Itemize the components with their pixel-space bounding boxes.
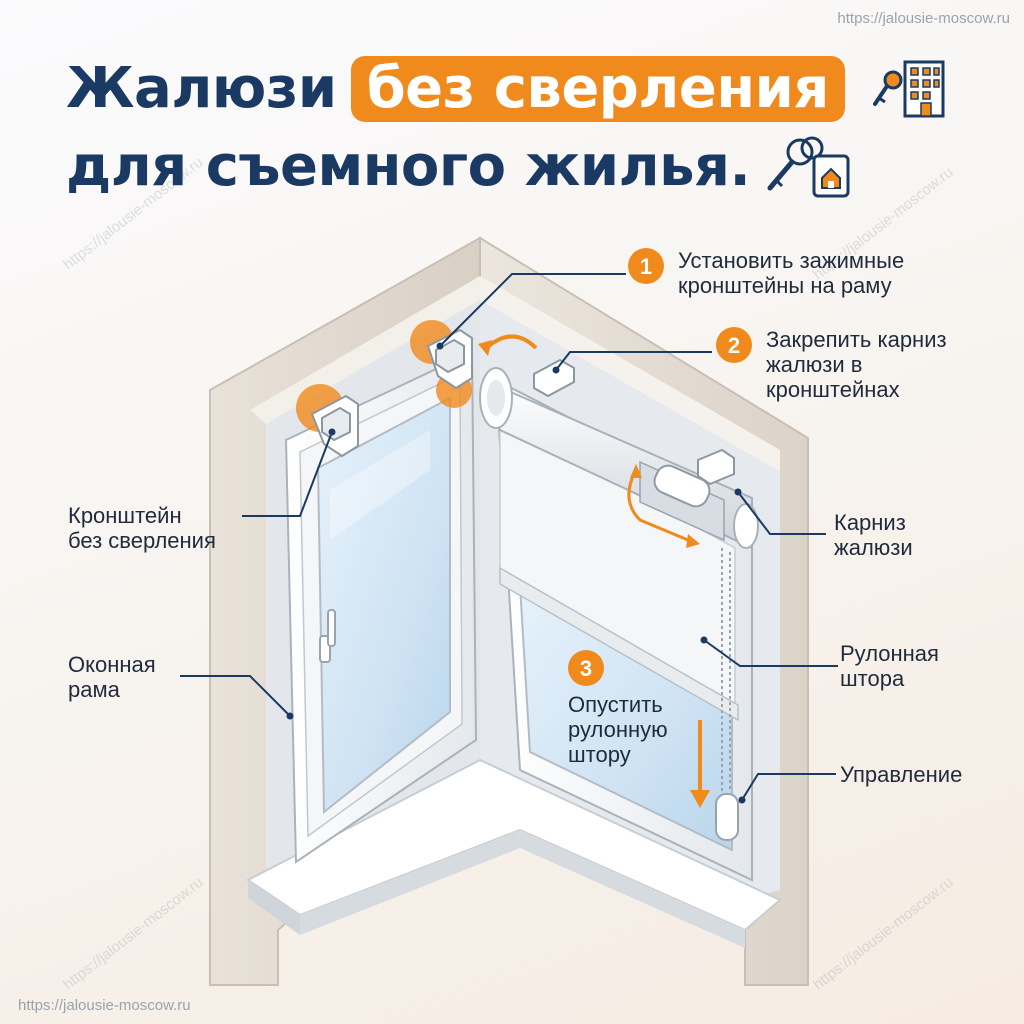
leader-cornice — [737, 491, 826, 535]
cornice-bracket — [533, 358, 735, 486]
step-3-badge: 3 — [568, 650, 604, 686]
step-1-text: Установить зажимные кронштейны на раму — [678, 248, 905, 298]
leader-bracket — [242, 431, 333, 517]
clamp-bracket — [310, 394, 359, 458]
step-1: 1 Установить зажимные кронштейны на раму — [628, 248, 904, 298]
chain-control — [715, 793, 739, 841]
label-control: Управление — [840, 762, 963, 787]
label-cornice: Карниз жалюзи — [834, 510, 913, 560]
watermark-bottom: https://jalousie-moscow.ru — [18, 997, 191, 1014]
leader-frame — [180, 675, 291, 717]
leader-control — [741, 773, 836, 801]
key-building-icon — [872, 60, 945, 118]
label-roller: Рулонная штора — [840, 641, 939, 691]
title-highlight: без сверления — [350, 56, 845, 122]
leader-step2 — [555, 351, 712, 371]
label-frame: Оконная рама — [68, 652, 156, 702]
label-bracket: Кронштейн без сверления — [68, 503, 216, 553]
step-3-text: Опустить рулонную штору — [568, 692, 668, 767]
page-title: Жалюзи без сверления для съемного жилья. — [66, 50, 949, 206]
leader-step1 — [439, 273, 626, 347]
step-2-badge: 2 — [716, 327, 752, 363]
leader-roller — [703, 639, 838, 667]
keys-house-tag-icon — [767, 136, 850, 198]
watermark-top: https://jalousie-moscow.ru — [837, 10, 1010, 27]
step-3: 3 Опустить рулонную штору — [568, 650, 668, 767]
step-1-badge: 1 — [628, 248, 664, 284]
step-2: 2 Закрепить карниз жалюзи в кронштейнах — [716, 327, 947, 402]
title-line2: для съемного жилья. — [66, 134, 751, 199]
title-word: Жалюзи — [66, 56, 337, 121]
step-2-text: Закрепить карниз жалюзи в кронштейнах — [766, 327, 947, 402]
